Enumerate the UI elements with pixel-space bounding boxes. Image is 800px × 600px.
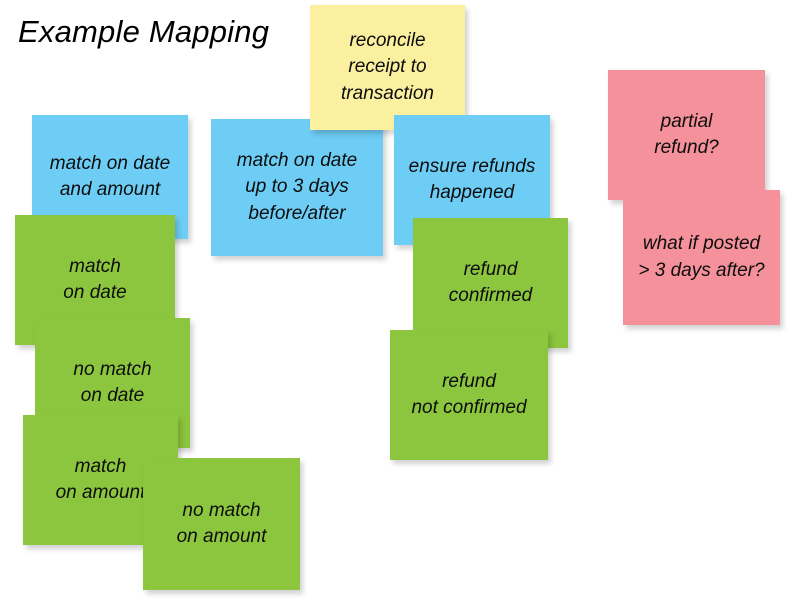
- sticky-note-text: ensure refunds happened: [408, 155, 536, 203]
- sticky-note-question-posted-late[interactable]: what if posted > 3 days after?: [623, 190, 780, 325]
- sticky-note-text: reconcile receipt to transaction: [341, 30, 434, 104]
- sticky-note-text: match on date up to 3 days before/after: [236, 150, 358, 224]
- sticky-note-rule-match-date-3-days[interactable]: match on date up to 3 days before/after: [211, 119, 383, 256]
- sticky-note-text: no match on date: [73, 358, 152, 406]
- sticky-note-text: partial refund?: [654, 110, 719, 158]
- sticky-note-text: match on date: [63, 255, 127, 303]
- sticky-note-example-no-match-on-amount[interactable]: no match on amount: [143, 458, 300, 590]
- sticky-note-example-refund-not-confirmed[interactable]: refund not confirmed: [390, 330, 548, 460]
- sticky-note-story-reconcile-receipt[interactable]: reconcile receipt to transaction: [310, 5, 465, 130]
- sticky-note-text: match on date and amount: [49, 152, 171, 200]
- page-title: Example Mapping: [18, 14, 270, 49]
- sticky-note-text: refund confirmed: [448, 258, 533, 306]
- sticky-note-question-partial-refund[interactable]: partial refund?: [608, 70, 765, 200]
- sticky-note-text: no match on amount: [176, 499, 267, 547]
- sticky-note-text: what if posted > 3 days after?: [638, 233, 765, 281]
- sticky-note-example-refund-confirmed[interactable]: refund confirmed: [413, 218, 568, 348]
- sticky-note-text: refund not confirmed: [411, 370, 527, 418]
- sticky-note-text: match on amount: [55, 455, 146, 503]
